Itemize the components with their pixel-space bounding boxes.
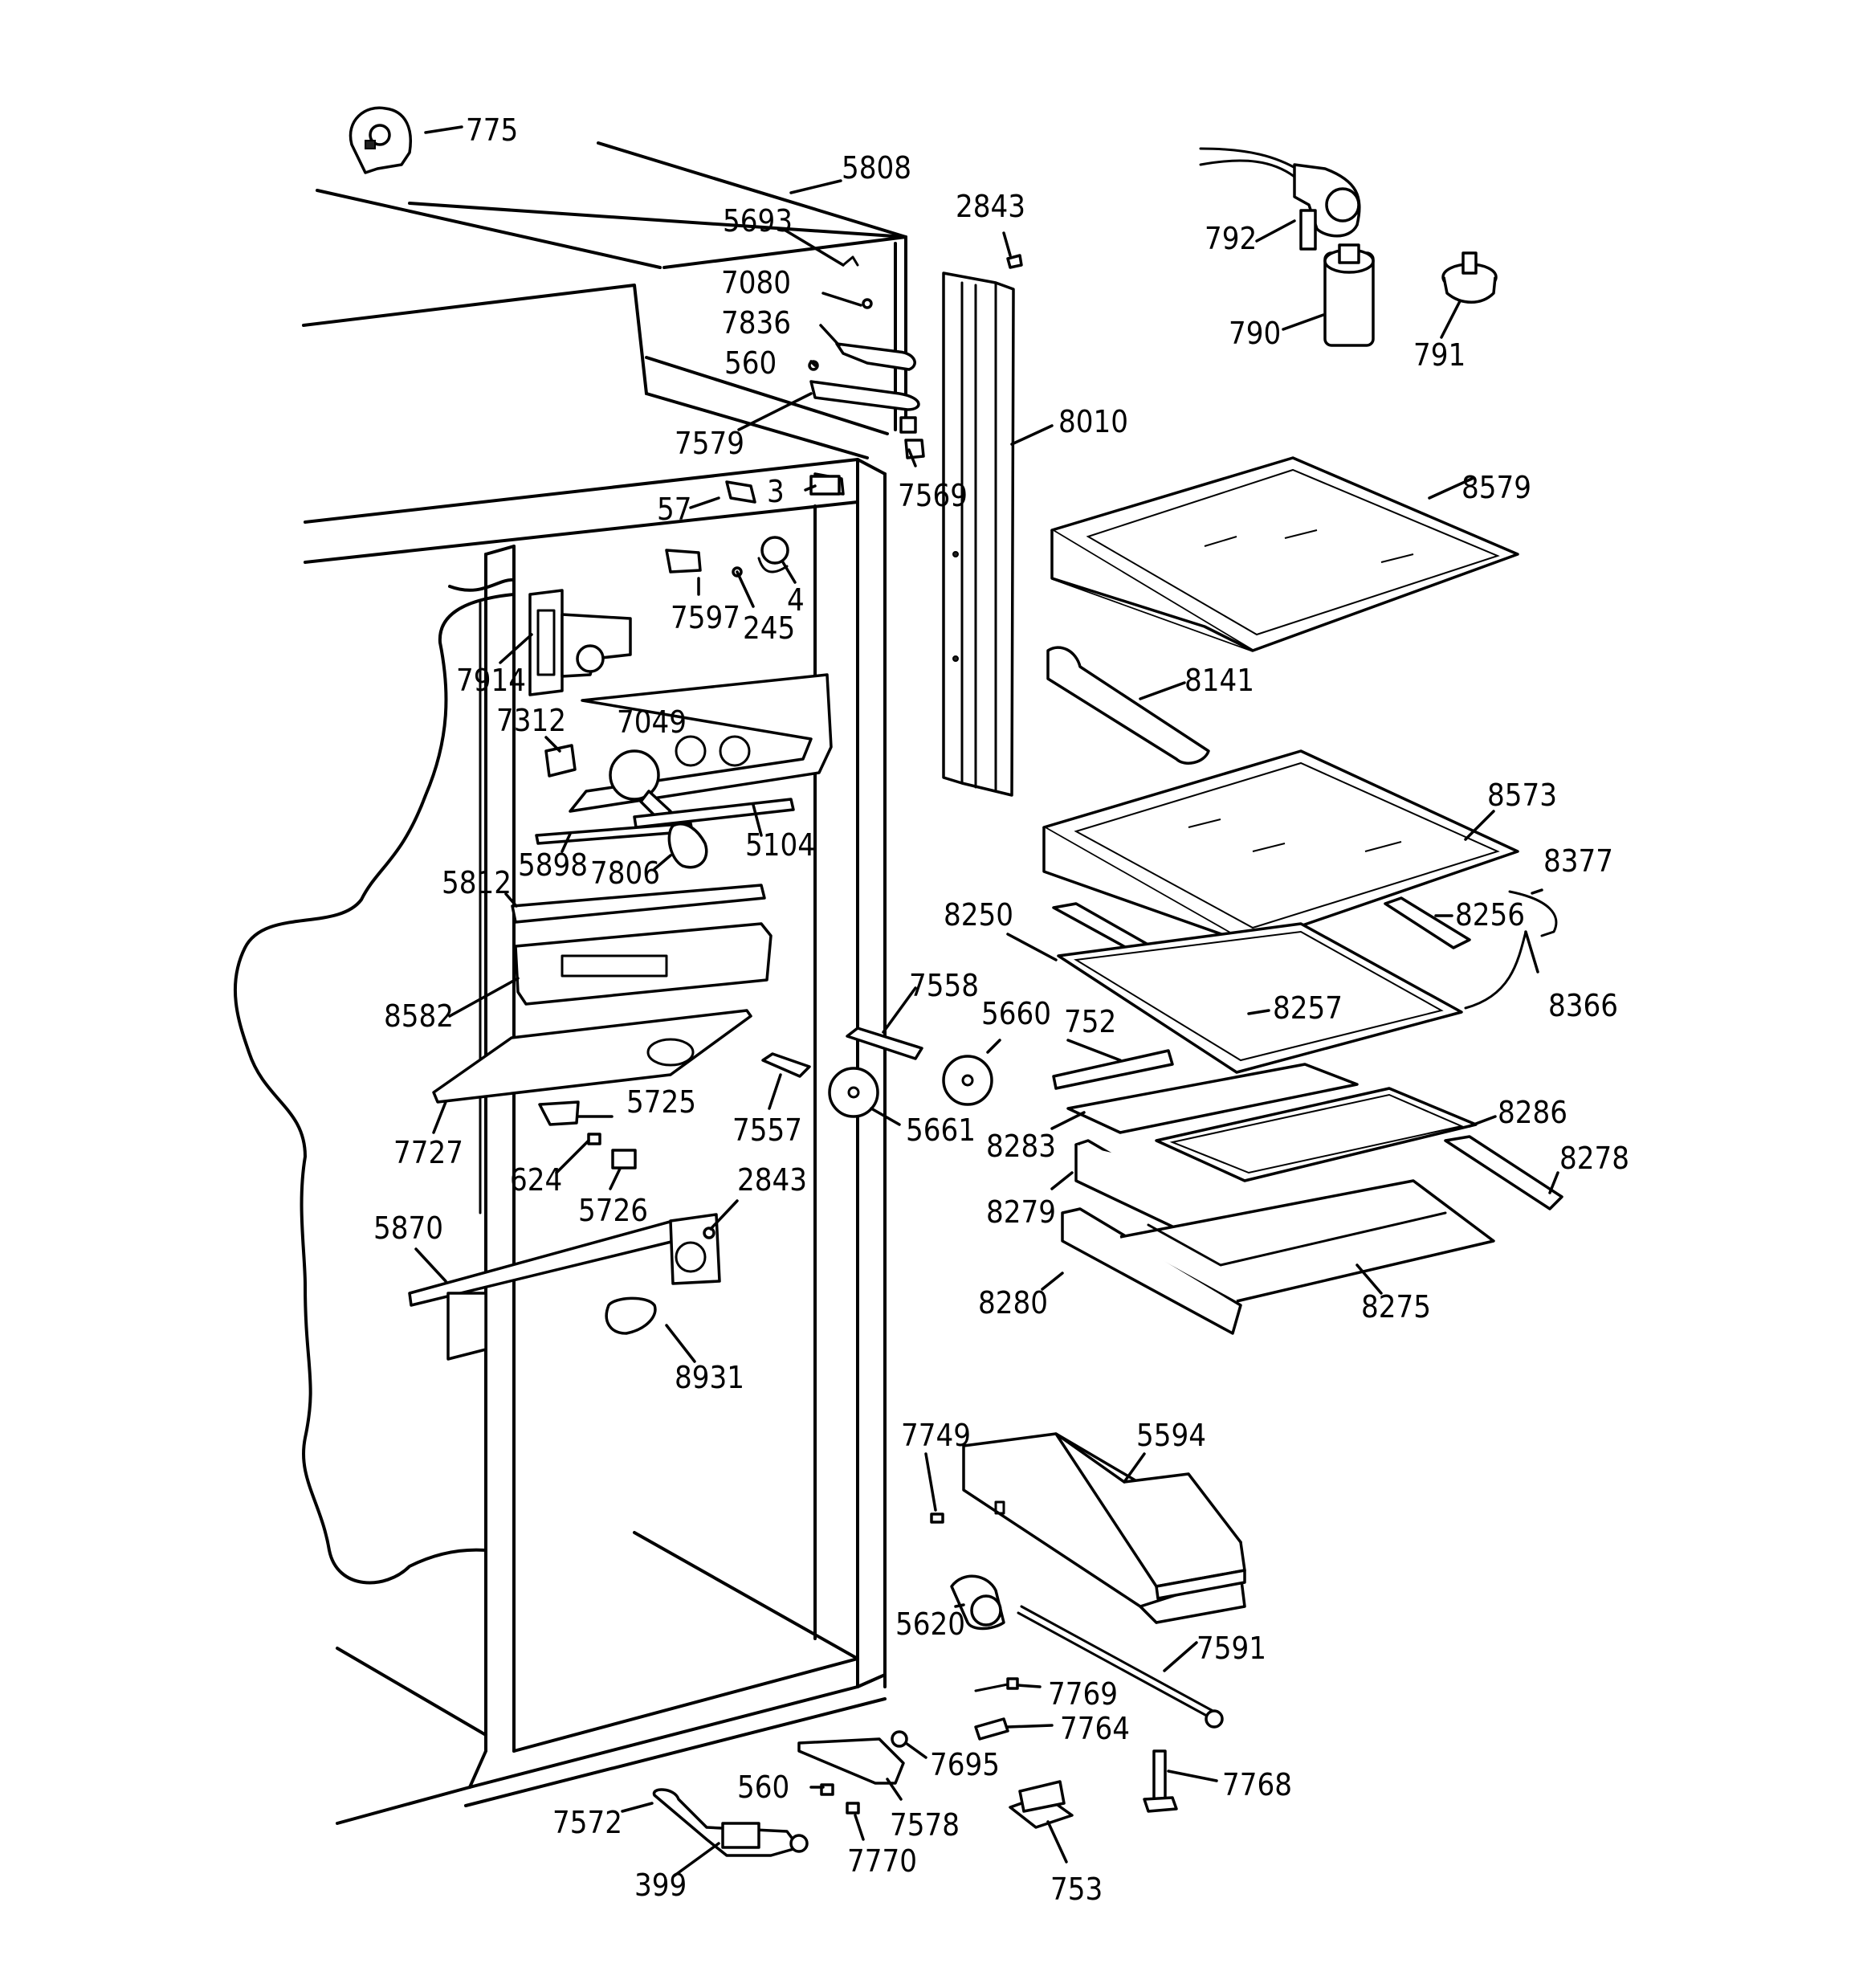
part-label-790: 790 [1229,316,1281,351]
part-label-560-bottom: 560 [737,1770,789,1805]
part-label-7727: 7727 [393,1135,463,1170]
part-label-8377: 8377 [1543,843,1613,879]
part-label-7049: 7049 [617,704,687,740]
part-label-7806: 7806 [590,855,660,891]
part-label-7572: 7572 [552,1805,622,1840]
part-label-791: 791 [1413,337,1466,373]
part-label-5898: 5898 [518,847,588,883]
mullion-trim-part-8010 [942,271,1015,797]
part-label-753: 753 [1050,1872,1103,1907]
roller-parts [761,1027,993,1118]
part-label-8582: 8582 [384,998,454,1034]
part-label-3: 3 [767,474,785,509]
crisper-parts [1052,1049,1563,1335]
part-label-5726: 5726 [578,1193,648,1228]
part-label-8280: 8280 [978,1285,1048,1321]
part-label-8278: 8278 [1559,1141,1629,1176]
part-label-7769: 7769 [1048,1676,1118,1712]
part-label-8573: 8573 [1487,778,1557,813]
part-label-5812: 5812 [442,865,512,900]
part-label-560-top: 560 [724,345,777,381]
part-label-8010: 8010 [1058,404,1128,439]
part-label-57: 57 [657,492,692,527]
part-label-7749: 7749 [901,1418,971,1453]
glass-shelf-part-8579 [1050,456,1519,652]
part-label-5808: 5808 [842,150,911,186]
part-label-5620: 5620 [895,1606,965,1642]
part-label-8256: 8256 [1455,897,1525,933]
part-label-7836: 7836 [721,305,791,341]
part-label-7557: 7557 [732,1112,802,1148]
part-label-7591: 7591 [1196,1631,1266,1666]
part-label-8286: 8286 [1498,1095,1567,1130]
part-label-7597: 7597 [671,600,740,635]
part-label-7312: 7312 [496,703,566,738]
part-label-5725: 5725 [626,1084,696,1120]
part-label-245: 245 [743,610,795,646]
hinge-parts-top [808,254,1023,459]
part-label-7578: 7578 [890,1807,960,1843]
part-label-8366: 8366 [1548,988,1618,1023]
part-label-8279: 8279 [986,1194,1056,1230]
part-label-8275: 8275 [1361,1289,1431,1325]
part-label-8931: 8931 [675,1360,744,1395]
part-label-7695: 7695 [930,1747,1000,1782]
cabinet-outline [233,141,907,1825]
part-label-8283: 8283 [986,1129,1056,1164]
part-label-8141: 8141 [1184,663,1254,698]
part-label-7080: 7080 [721,265,791,300]
shelf-rails-8250-8256-8257 [1052,890,1558,1074]
part-number-labels: 775 5808 5693 7080 7836 560 7579 2843 80… [373,112,1629,1907]
control-light-parts [408,472,845,1361]
part-label-5661: 5661 [906,1112,976,1148]
part-label-5660: 5660 [981,996,1051,1031]
bottom-hardware-parts [652,1512,1224,1857]
part-label-7558: 7558 [909,968,979,1003]
shelf-trim-part-8141 [1046,646,1210,765]
part-label-8250: 8250 [944,897,1013,933]
part-label-5594: 5594 [1136,1418,1206,1453]
part-label-8257: 8257 [1273,990,1343,1026]
part-label-792: 792 [1205,221,1257,256]
part-label-7770: 7770 [847,1843,917,1879]
part-label-5104: 5104 [745,827,815,863]
part-label-7764: 7764 [1060,1711,1130,1746]
part-label-7914: 7914 [456,663,526,698]
part-label-399: 399 [634,1868,687,1903]
glass-shelf-part-8573 [1042,749,1519,945]
leader-lines [414,125,1559,1877]
part-label-8579: 8579 [1461,470,1531,505]
part-label-7569: 7569 [898,478,968,513]
part-label-5693: 5693 [723,203,793,239]
part-label-7579: 7579 [675,426,744,461]
part-label-2843-bottom: 2843 [737,1162,807,1198]
part-label-624: 624 [510,1162,562,1198]
water-valve-parts [1199,147,1498,347]
part-label-775: 775 [466,112,518,148]
part-label-7768: 7768 [1222,1767,1292,1802]
machine-compartment-cover-part-5594 [962,1432,1246,1624]
part-label-752: 752 [1064,1004,1116,1039]
part-label-2843-top: 2843 [956,189,1025,224]
part-label-4: 4 [787,582,805,618]
part-label-5870: 5870 [373,1210,443,1246]
air-damper-part-775 [349,106,412,174]
